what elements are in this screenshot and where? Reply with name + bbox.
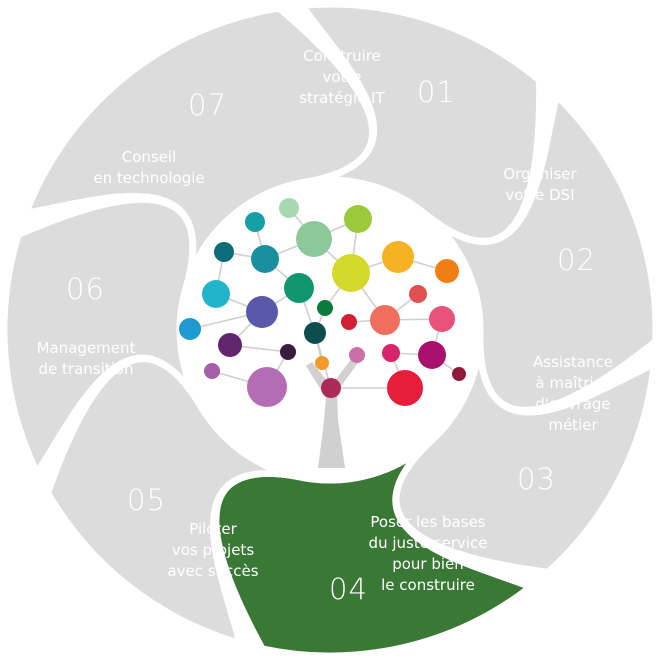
segment-number-07: 07 [188, 88, 227, 122]
segment-number-06: 06 [66, 272, 105, 306]
segment-number-03: 03 [517, 462, 556, 496]
tree-node [321, 378, 341, 398]
segment-number-02: 02 [557, 243, 596, 277]
segment-label-07: Conseil en technologie [93, 148, 205, 187]
segment-07 [22, 4, 377, 288]
tree-node [279, 198, 299, 218]
tree-node [296, 221, 332, 257]
segment-number-05: 05 [127, 483, 166, 517]
segment-number-01: 01 [417, 75, 456, 109]
segment-01 [298, 0, 544, 245]
tree-node [317, 300, 333, 316]
tree-node [218, 333, 242, 357]
tree-node [214, 242, 234, 262]
tree-node [387, 370, 423, 406]
segment-label-04: Poser les bases du juste service pour bi… [368, 513, 488, 594]
segment-label-02: Organiser votre DSI [503, 165, 577, 204]
tree-node [344, 205, 372, 233]
tree-node [382, 344, 400, 362]
tree-node [245, 212, 265, 232]
tree-node [280, 344, 296, 360]
tree-node [418, 341, 446, 369]
tree-node [284, 273, 314, 303]
segment-03 [392, 334, 658, 576]
tree-trunk [306, 358, 360, 468]
tree-node [429, 306, 455, 332]
segment-label-03: Assistance à maîtrise d'ouvrage métier [533, 353, 613, 434]
tree-node [382, 241, 414, 273]
segment-number-04: 04 [329, 572, 368, 606]
segment-02 [424, 91, 660, 414]
tree-node [246, 296, 278, 328]
tree-node [179, 318, 201, 340]
network-tree-icon [179, 198, 466, 468]
tree-node [435, 259, 459, 283]
tree-node [409, 285, 427, 303]
tree-node [341, 314, 357, 330]
tree-node [349, 347, 365, 363]
segment-label-01: Construire votre stratégie IT [299, 47, 385, 107]
tree-node [315, 356, 329, 370]
tree-node [204, 363, 220, 379]
tree-node [247, 367, 287, 407]
tree-node [304, 322, 326, 344]
tree-node [332, 254, 370, 292]
tree-node [370, 305, 400, 335]
segment-05 [44, 355, 300, 647]
segment-06 [0, 196, 203, 477]
segment-label-05: Piloter vos projets avec succès [167, 520, 259, 580]
segment-label-06: Management de transition [36, 339, 136, 378]
tree-node [452, 367, 466, 381]
segment-04 [212, 439, 535, 660]
tree-node [202, 280, 230, 308]
tree-node [251, 245, 279, 273]
